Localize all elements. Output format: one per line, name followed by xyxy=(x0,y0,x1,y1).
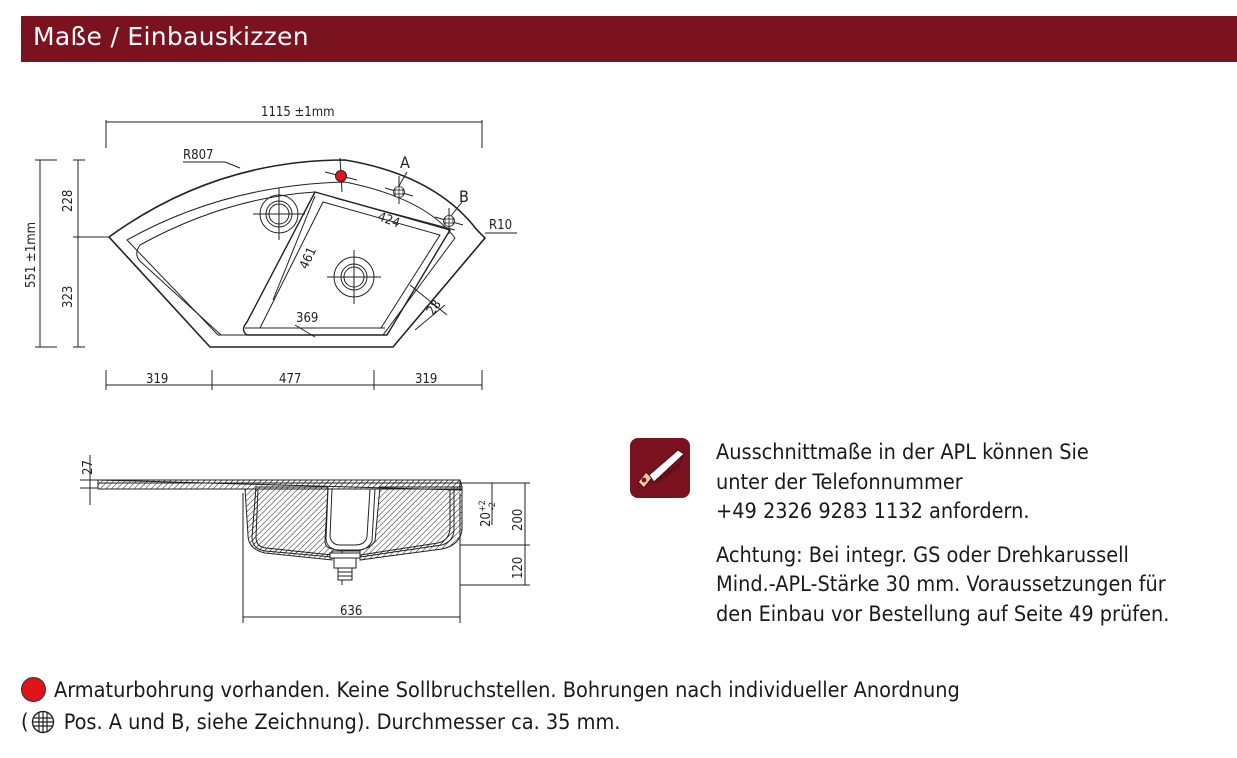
top-view-drawing: 1115 ±1mm R807 A B R10 424 461 369 28 55… xyxy=(24,105,517,390)
dim-rim-thickness: 27 xyxy=(81,460,96,475)
footer-line-1: Armaturbohrung vorhanden. Keine Sollbruc… xyxy=(21,675,1221,707)
info-line: Achtung: Bei integr. GS oder Drehkarusse… xyxy=(716,542,1129,568)
grid-circle-icon xyxy=(31,710,54,734)
info-line: Ausschnittmaße in der APL können Sie xyxy=(716,440,1089,465)
dim-overall-width: 1115 ±1mm xyxy=(261,105,335,120)
dim-bottom-mid: 477 xyxy=(279,372,301,387)
footer-text-1: Armaturbohrung vorhanden. Keine Sollbruc… xyxy=(54,678,960,703)
dim-bowl-diag: 461 xyxy=(297,245,320,272)
info-line: Mind.-APL-Stärke 30 mm. Voraussetzungen … xyxy=(716,572,1166,597)
dim-bowl-depth-tolerance: 20+2-2 xyxy=(478,500,498,527)
position-b-marker xyxy=(443,215,455,227)
dim-depth-top: 228 xyxy=(61,190,76,212)
position-a-marker xyxy=(393,186,405,198)
dim-depth-bottom: 323 xyxy=(61,286,76,308)
footer-line-2: ( Pos. A und B, siehe Zeichnung). Durchm… xyxy=(21,707,1221,739)
footer-text-2: Pos. A und B, siehe Zeichnung). Durchmes… xyxy=(57,710,621,735)
dim-rim: 28 xyxy=(424,297,445,318)
dim-bottom-left: 319 xyxy=(146,372,168,387)
info-phone-line: +49 2326 9283 1132 anfordern. xyxy=(716,499,1030,524)
dim-side-width: 636 xyxy=(340,604,362,619)
saw-icon xyxy=(630,438,690,498)
dim-bowl-depth: 200 xyxy=(511,509,526,531)
label-position-a: A xyxy=(400,153,410,172)
dim-outer-radius: R807 xyxy=(183,148,213,163)
section-header: Maße / Einbauskizzen xyxy=(21,16,1237,62)
tap-hole-marker xyxy=(335,170,347,182)
footer-paren: ( xyxy=(21,710,29,735)
footer-note: Armaturbohrung vorhanden. Keine Sollbruc… xyxy=(21,675,1221,739)
dim-bowl-length: 424 xyxy=(376,210,402,232)
dim-bottom-right: 319 xyxy=(415,372,437,387)
info-line: den Einbau vor Bestellung auf Seite 49 p… xyxy=(716,601,1170,627)
section-title: Maße / Einbauskizzen xyxy=(33,22,309,51)
info-line: unter der Telefonnummer xyxy=(716,469,963,495)
dim-bowl-base: 369 xyxy=(296,311,318,326)
label-position-b: B xyxy=(459,187,469,206)
dim-corner-radius: R10 xyxy=(489,218,512,233)
red-dot-icon xyxy=(21,677,46,702)
dim-overall-depth: 551 ±1mm xyxy=(24,222,39,288)
side-view-drawing: 27 200 20+2-2 120 636 xyxy=(80,455,530,623)
dim-drain-height: 120 xyxy=(511,557,526,579)
info-text: Ausschnittmaße in der APL können Sie unt… xyxy=(716,438,1236,629)
